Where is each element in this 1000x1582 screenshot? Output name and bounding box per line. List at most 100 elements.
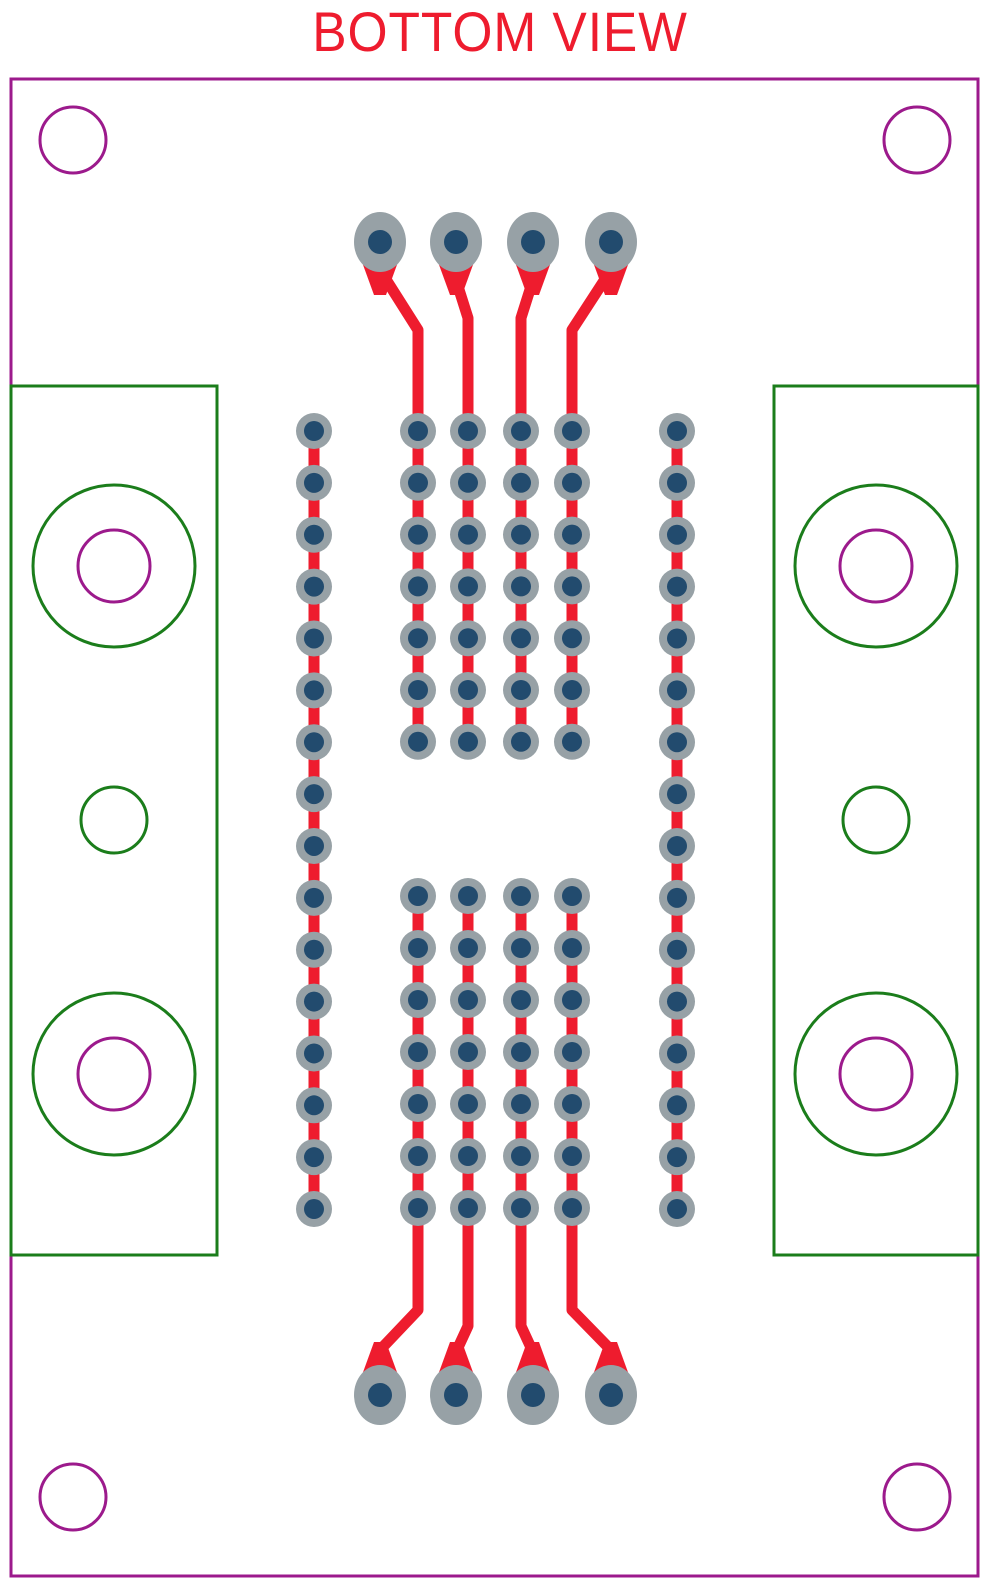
- pad-drill: [458, 1094, 478, 1114]
- teardrop-top-2: [438, 262, 474, 295]
- pin-upper-c1-r1: [400, 413, 436, 449]
- board-edge: [9, 77, 980, 1578]
- pad-drill: [667, 991, 687, 1012]
- din-rail-brackets: [9, 384, 980, 1257]
- pad-drill: [511, 680, 531, 700]
- pad-drill: [408, 990, 428, 1010]
- pin-upper-c4-r3: [554, 516, 590, 553]
- pin-upper-c2-r7: [450, 723, 486, 760]
- pin-lower-c1-r3: [400, 982, 436, 1018]
- pad-drill: [511, 576, 531, 597]
- pin-lower-c2-r2: [450, 930, 486, 966]
- terminal-pad-drill: [521, 1383, 545, 1407]
- pin-left-5: [296, 620, 332, 657]
- pad-drill: [304, 1043, 324, 1064]
- pad-drill: [408, 628, 428, 649]
- traces: [308, 242, 683, 1395]
- pad-drill: [458, 731, 478, 752]
- pin-upper-c1-r2: [400, 464, 436, 501]
- terminal-top-2: [430, 212, 482, 272]
- terminal-bottom-1: [354, 1365, 406, 1425]
- pin-lower-c3-r6: [503, 1138, 539, 1174]
- pin-lower-c2-r7: [450, 1190, 486, 1226]
- pin-upper-c1-r3: [400, 516, 436, 553]
- pin-upper-c4-r2: [554, 464, 590, 501]
- pad-drill: [511, 524, 531, 545]
- pad-drill: [408, 576, 428, 597]
- bracket-left-screw-hole-1: [76, 528, 152, 604]
- bracket-left-screw-hole-2: [76, 1036, 152, 1112]
- mounting-hole-4: [882, 1462, 952, 1532]
- pad-drill: [458, 524, 478, 545]
- pin-lower-c3-r4: [503, 1034, 539, 1070]
- pad-drill: [458, 421, 478, 441]
- pin-right-13: [659, 1035, 695, 1072]
- pad-drill: [562, 1198, 582, 1218]
- pin-left-16: [296, 1191, 332, 1228]
- teardrop-bottom-1: [362, 1342, 398, 1375]
- pad-drill: [408, 1198, 428, 1218]
- pin-right-15: [659, 1139, 695, 1176]
- pad-drill: [562, 680, 582, 700]
- pad-drill: [667, 835, 687, 856]
- pin-upper-c4-r1: [554, 413, 590, 449]
- pad-drill: [458, 1146, 478, 1166]
- pad-drill: [562, 731, 582, 752]
- pin-upper-c2-r1: [450, 413, 486, 449]
- pad-drill: [511, 472, 531, 493]
- pin-right-2: [659, 464, 695, 501]
- pin-left-4: [296, 568, 332, 605]
- pad-drill: [408, 472, 428, 493]
- pin-lower-c2-r6: [450, 1138, 486, 1174]
- terminal-top-1: [354, 212, 406, 272]
- pad-drill: [562, 886, 582, 906]
- pin-left-13: [296, 1035, 332, 1072]
- pad-drill: [667, 784, 687, 805]
- pad-drill: [458, 938, 478, 958]
- pad-drill: [511, 628, 531, 649]
- pin-upper-c1-r5: [400, 620, 436, 657]
- pad-drill: [667, 576, 687, 597]
- terminal-bottom-4: [585, 1365, 637, 1425]
- pad-drill: [511, 1198, 531, 1218]
- pin-left-9: [296, 827, 332, 864]
- pad-drill: [458, 628, 478, 649]
- pin-upper-c3-r5: [503, 620, 539, 657]
- pad-drill: [304, 835, 324, 856]
- pad-drill: [511, 1042, 531, 1062]
- pad-drill: [667, 1147, 687, 1168]
- pin-left-12: [296, 983, 332, 1020]
- pin-upper-c3-r3: [503, 516, 539, 553]
- terminal-top-3: [507, 212, 559, 272]
- pad-drill: [458, 886, 478, 906]
- pad-drill: [304, 991, 324, 1012]
- pad-drill: [667, 472, 687, 493]
- pad-drill: [304, 1199, 324, 1220]
- bracket-left-boss-1: [31, 483, 197, 649]
- pin-left-10: [296, 879, 332, 916]
- teardrop-top-3: [515, 262, 551, 295]
- pin-upper-c4-r5: [554, 620, 590, 657]
- pad-drill: [408, 421, 428, 441]
- pad-drill: [667, 628, 687, 649]
- pin-left-8: [296, 776, 332, 813]
- pin-left-7: [296, 724, 332, 761]
- pin-lower-c4-r1: [554, 878, 590, 914]
- mounting-hole-2: [882, 105, 952, 175]
- pad-drill: [458, 1042, 478, 1062]
- pad-drill: [408, 731, 428, 752]
- pad-drill: [304, 472, 324, 493]
- teardrop-bottom-4: [593, 1342, 629, 1375]
- pin-lower-c1-r2: [400, 930, 436, 966]
- pin-right-7: [659, 724, 695, 761]
- pad-drill: [667, 887, 687, 908]
- pad-drill: [562, 576, 582, 597]
- pad-drill: [667, 524, 687, 545]
- bracket-right-screw-hole-1: [838, 528, 914, 604]
- pad-drill: [511, 731, 531, 752]
- pad-drill: [667, 680, 687, 701]
- board-outline: [9, 77, 980, 1578]
- pin-lower-c1-r1: [400, 878, 436, 914]
- pin-left-15: [296, 1139, 332, 1176]
